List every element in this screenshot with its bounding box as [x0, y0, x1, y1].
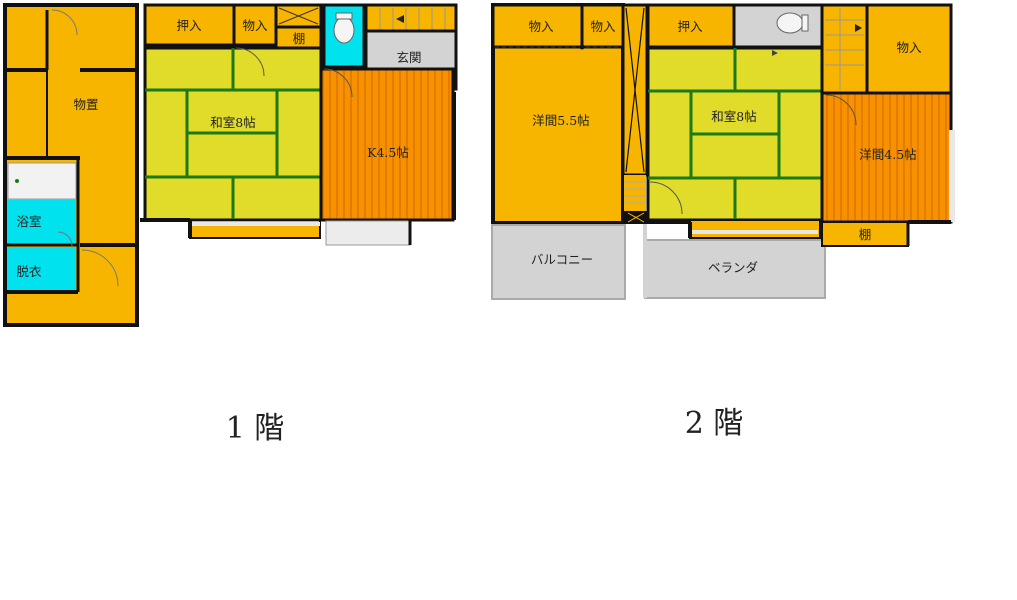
floor1-kitchen	[319, 67, 455, 222]
floor1-kitchen-sink	[325, 220, 411, 246]
floor2-closet-c-label: 物入	[896, 40, 922, 55]
floor2-closet-c	[865, 3, 953, 95]
floor1-oshiire-label: 押入	[176, 18, 202, 33]
floor2-stairs-arrow-icon	[855, 24, 862, 32]
floor1-stairs	[364, 3, 458, 33]
floor2-closet-a-label: 物入	[528, 19, 554, 34]
floor1-entrance-label: 玄関	[396, 50, 421, 65]
floor2-engawa	[689, 219, 821, 239]
floor2-western-45-label: 洋間4.5帖	[859, 147, 916, 162]
floor2-washitsu-label: 和室8帖	[711, 109, 756, 124]
floor1-washitsu	[143, 46, 323, 222]
floor1-plan: 物置 押入 物入 棚 和室8帖 K4.5帖 玄関 浴室 脱衣 1 階	[3, 3, 458, 446]
floor2-shelf-label: 棚	[859, 227, 872, 242]
floor2-washitsu	[646, 46, 824, 222]
floor1-monoire	[232, 3, 278, 47]
floor1-dressing	[7, 247, 76, 292]
floor1-monoire-label: 物入	[242, 18, 268, 33]
floor1-dressing-label: 脱衣	[16, 264, 42, 279]
floor1-bathtub	[7, 162, 77, 200]
floor1-oshiire	[143, 3, 236, 47]
floor2-balcony-label: バルコニー	[531, 252, 593, 267]
floor2-balcony	[491, 224, 626, 300]
floor2-veranda-label: ベランダ	[708, 260, 758, 275]
stairs-arrow-icon	[396, 15, 404, 23]
floor2-title: 2 階	[685, 406, 744, 441]
floor1-storeroom-label: 物置	[73, 97, 98, 112]
floor2-closet-b-label: 物入	[590, 19, 616, 34]
floor2-western-55-label: 洋間5.5帖	[532, 113, 589, 128]
floor1-bathroom-label: 浴室	[16, 214, 41, 229]
floor2-oshiire-label: 押入	[677, 19, 703, 34]
floor1-washitsu-label: 和室8帖	[210, 115, 255, 130]
floor2-western-45	[820, 91, 953, 224]
floor1-bathroom	[7, 200, 76, 245]
floor1-title: 1 階	[226, 411, 285, 446]
floor1-kitchen-label: K4.5帖	[367, 145, 409, 160]
floor1-shelf-label: 棚	[293, 31, 306, 46]
floor2-plan: 物入 物入 押入 洋間5.5帖 和室8帖 物入 洋間4.5帖 棚 バルコニー ベ…	[491, 3, 955, 441]
floor2-stairs	[820, 3, 869, 95]
